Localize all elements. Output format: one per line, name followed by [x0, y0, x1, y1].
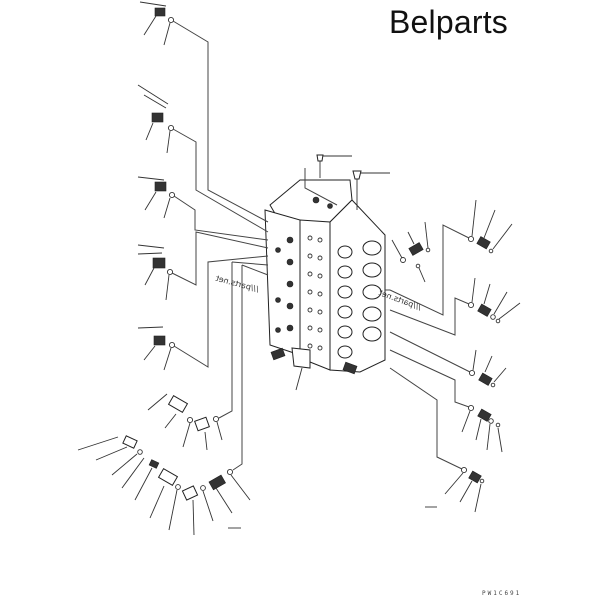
drawing-reference: PW1C691 — [482, 590, 522, 597]
control-valve-body — [264, 179, 386, 391]
left-fitting-2 — [137, 84, 269, 233]
brand-title: Belparts — [389, 4, 508, 40]
left-section-bolts — [275, 196, 333, 333]
left-fitting-5 — [137, 255, 269, 371]
watermark-text: ///parts.net — [215, 274, 260, 294]
hydraulic-lines — [231, 261, 390, 291]
left-fitting-group — [137, 1, 269, 371]
bottom-fittings — [77, 262, 251, 536]
watermark-left: ///parts.net — [215, 274, 260, 294]
right-fitting-3 — [389, 331, 507, 388]
right-fitting-4 — [389, 349, 503, 453]
left-fitting-4 — [137, 231, 269, 301]
right-fitting-5 — [389, 367, 485, 513]
top-plugs — [304, 154, 390, 210]
spool-caps — [337, 240, 382, 359]
body-leader-line — [295, 367, 303, 391]
side-sensor — [391, 221, 431, 283]
right-fitting-2 — [389, 277, 521, 336]
left-fitting-1 — [139, 1, 269, 223]
left-fitting-3 — [137, 176, 269, 241]
port-holes — [307, 235, 323, 351]
right-fitting-group — [389, 199, 521, 513]
right-fitting-1 — [389, 199, 513, 316]
